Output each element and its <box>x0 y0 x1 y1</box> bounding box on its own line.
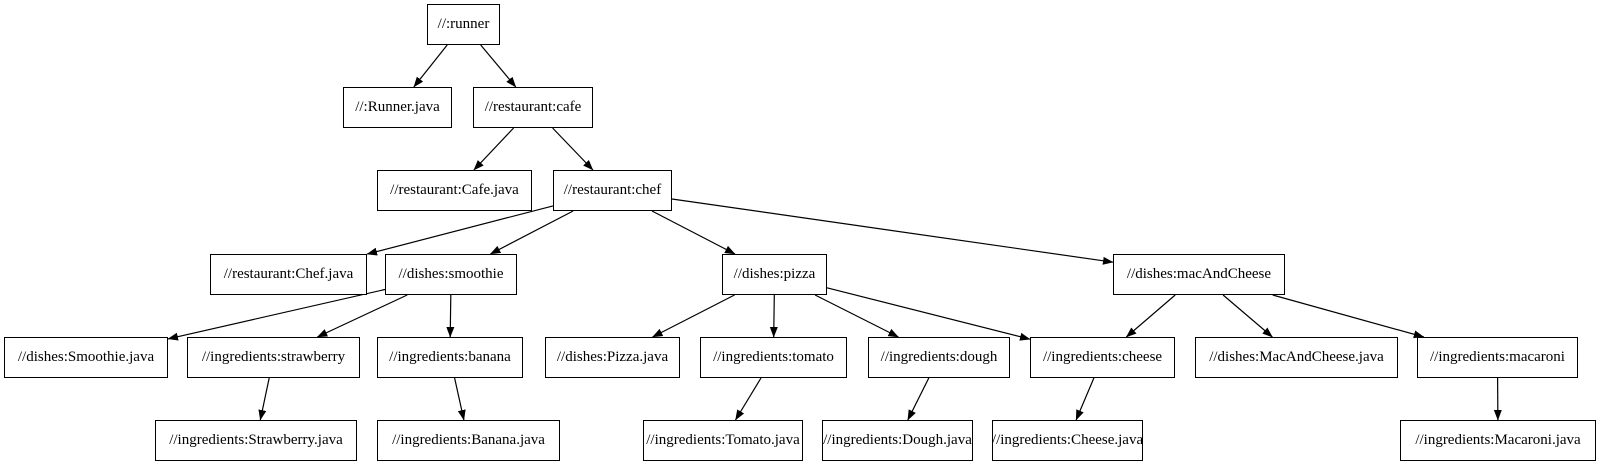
graph-edge-dough-doughJava <box>907 377 930 421</box>
graph-node-cafe: //restaurant:cafe <box>473 87 593 128</box>
graph-node-banana: //ingredients:banana <box>377 337 523 378</box>
graph-node-label: //dishes:Smoothie.java <box>17 349 155 365</box>
graph-edge-chef-chefJava <box>366 205 554 256</box>
graph-node-label: //:runner <box>437 16 490 32</box>
graph-edge-chef-pizza <box>651 210 736 255</box>
graph-edge-pizza-dough <box>814 294 899 338</box>
graph-node-label: //ingredients:Macaroni.java <box>1415 432 1581 448</box>
graph-node-macaroniJava: //ingredients:Macaroni.java <box>1400 420 1596 461</box>
graph-node-macaroni: //ingredients:macaroni <box>1417 337 1578 378</box>
graph-edge-runner-runnerJava <box>413 44 448 88</box>
graph-edge-chef-mac <box>671 198 1114 265</box>
graph-node-runnerJava: //:Runner.java <box>343 87 452 128</box>
graph-edge-cafe-chef <box>552 127 594 171</box>
graph-node-pizza: //dishes:pizza <box>722 254 827 295</box>
graph-edge-banana-bananaJava <box>454 377 466 421</box>
graph-node-chef: //restaurant:chef <box>553 170 672 211</box>
graph-node-label: //ingredients:macaroni <box>1430 349 1565 365</box>
graph-edge-smoothie-smoothieJava <box>167 288 386 341</box>
graph-node-label: //restaurant:chef <box>563 182 662 198</box>
graph-node-tomatoJava: //ingredients:Tomato.java <box>643 420 803 461</box>
graph-node-smoothieJava: //dishes:Smoothie.java <box>4 337 168 378</box>
graph-node-label: //ingredients:Tomato.java <box>646 432 800 448</box>
graph-node-label: //ingredients:Strawberry.java <box>169 432 343 448</box>
graph-node-label: //dishes:pizza <box>733 266 816 282</box>
graph-node-pizzaJava: //dishes:Pizza.java <box>545 337 680 378</box>
graph-edge-strawberry-strawberryJava <box>258 377 270 421</box>
graph-edge-cafe-cafeJava <box>473 127 515 171</box>
graph-node-label: //ingredients:Dough.java <box>823 432 972 448</box>
graph-node-label: //ingredients:banana <box>389 349 511 365</box>
graph-node-chefJava: //restaurant:Chef.java <box>210 254 367 295</box>
graph-node-cafeJava: //restaurant:Cafe.java <box>377 170 532 211</box>
graph-node-tomato: //ingredients:tomato <box>700 337 847 378</box>
graph-edge-mac-macaroni <box>1272 294 1425 339</box>
graph-node-dough: //ingredients:dough <box>868 337 1010 378</box>
graph-node-label: //dishes:Pizza.java <box>556 349 669 365</box>
graph-edge-tomato-tomatoJava <box>734 377 762 421</box>
graph-node-label: //restaurant:cafe <box>484 99 582 115</box>
graph-node-cheese: //ingredients:cheese <box>1030 337 1175 378</box>
graph-node-strawberryJava: //ingredients:Strawberry.java <box>155 420 357 461</box>
graph-node-strawberry: //ingredients:strawberry <box>187 337 360 378</box>
graph-edge-runner-cafe <box>480 44 517 88</box>
graph-node-label: //dishes:smoothie <box>398 266 504 282</box>
graph-edge-smoothie-strawberry <box>316 294 408 338</box>
graph-node-macJava: //dishes:MacAndCheese.java <box>1195 337 1398 378</box>
graph-node-label: //dishes:macAndCheese <box>1126 266 1272 282</box>
graph-node-label: //ingredients:dough <box>880 349 998 365</box>
graph-node-mac: //dishes:macAndCheese <box>1113 254 1285 295</box>
graph-edge-mac-cheese <box>1125 294 1176 338</box>
graph-node-cheeseJava: //ingredients:Cheese.java <box>992 420 1143 461</box>
graph-node-smoothie: //dishes:smoothie <box>385 254 517 295</box>
graph-node-label: //ingredients:Cheese.java <box>992 432 1143 448</box>
graph-node-doughJava: //ingredients:Dough.java <box>822 420 973 461</box>
graph-edge-smoothie-banana <box>446 294 455 338</box>
graph-edge-pizza-tomato <box>769 294 778 338</box>
graph-node-label: //ingredients:strawberry <box>201 349 346 365</box>
graph-node-label: //ingredients:Banana.java <box>392 432 545 448</box>
graph-edge-mac-macJava <box>1222 294 1273 338</box>
graph-node-label: //dishes:MacAndCheese.java <box>1209 349 1384 365</box>
graph-node-label: //ingredients:cheese <box>1042 349 1163 365</box>
graph-node-bananaJava: //ingredients:Banana.java <box>377 420 560 461</box>
graph-node-label: //restaurant:Cafe.java <box>390 182 519 198</box>
graph-edge-pizza-cheese <box>826 287 1031 341</box>
graph-node-label: //restaurant:Chef.java <box>223 266 354 282</box>
graph-node-runner: //:runner <box>427 4 500 45</box>
graph-node-label: //ingredients:tomato <box>713 349 834 365</box>
graph-node-label: //:Runner.java <box>355 99 440 115</box>
graph-edge-cheese-cheeseJava <box>1075 377 1095 421</box>
graph-edge-pizza-pizzaJava <box>652 294 735 338</box>
graph-edge-chef-smoothie <box>489 210 574 255</box>
